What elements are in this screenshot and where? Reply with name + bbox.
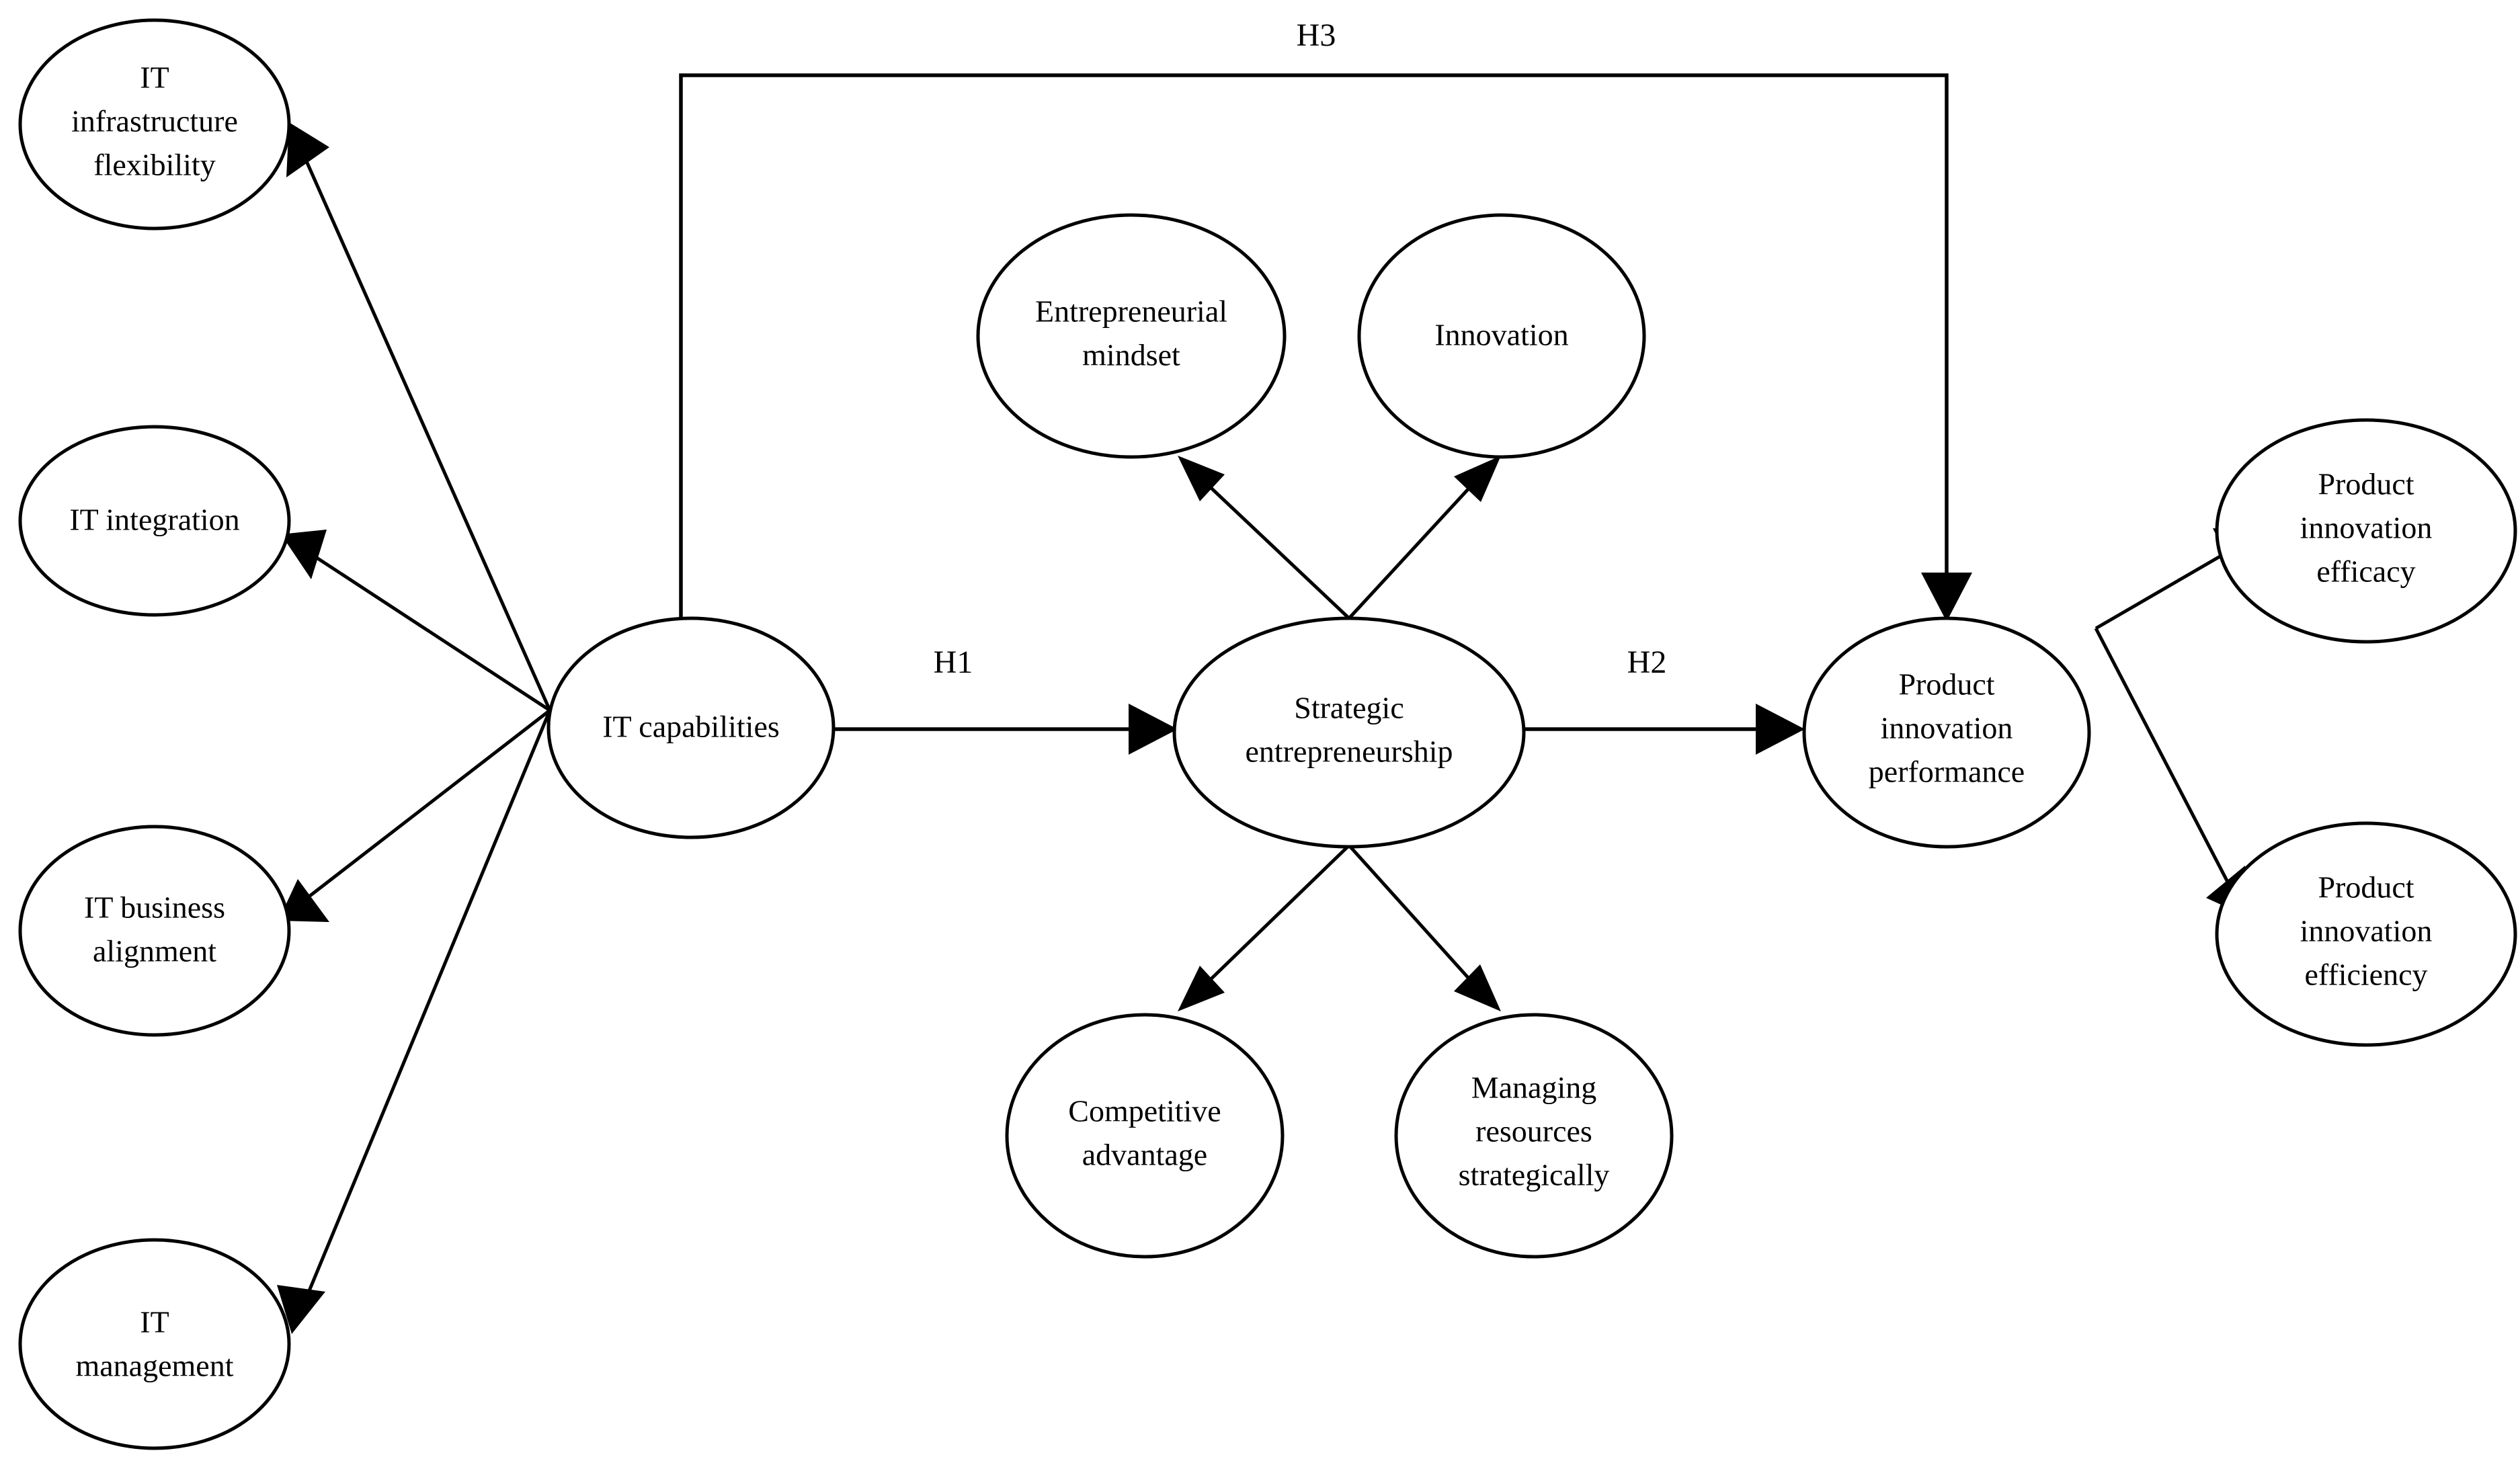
- arrowhead-it-management: [277, 1285, 325, 1334]
- node-label-line: IT business: [84, 890, 225, 925]
- hypothesis-label-h2: H2: [1627, 644, 1667, 680]
- node-product-innovation-efficacy[interactable]: Product innovation efficacy: [2215, 418, 2517, 644]
- node-label-line: resources: [1475, 1114, 1592, 1149]
- arrowhead-innovation: [1454, 456, 1501, 502]
- node-it-management[interactable]: IT management: [18, 1238, 291, 1450]
- node-managing-resources-strategically[interactable]: Managing resources strategically: [1394, 1013, 1674, 1259]
- edge-itcap-to-it-integration: [281, 530, 551, 712]
- edge-strategic-entrepreneurship-to-managing-resources: [1348, 844, 1501, 1011]
- arrowhead-managing-resources: [1454, 964, 1501, 1011]
- node-label-line: Managing: [1471, 1071, 1597, 1105]
- arrowhead-it-infrastructure-flexibility: [286, 122, 329, 177]
- node-label-line: flexibility: [93, 148, 215, 182]
- arrowhead-h3: [1921, 573, 1972, 622]
- node-label-line: advantage: [1082, 1138, 1207, 1172]
- node-label-line: Innovation: [1434, 318, 1568, 352]
- node-label-line: Product: [2318, 870, 2414, 905]
- node-label-line: strategically: [1459, 1158, 1610, 1192]
- arrowhead-h2: [1756, 704, 1805, 755]
- hypothesis-label-h3: H3: [1297, 17, 1336, 53]
- edge-strategic-entrepreneurship-to-innovation: [1348, 456, 1501, 620]
- node-label-line: Product: [1898, 667, 1994, 702]
- node-label-line: management: [75, 1349, 233, 1383]
- node-label-line: IT: [140, 1305, 169, 1339]
- node-label-line: innovation: [1881, 711, 2013, 745]
- edge-strategic-entrepreneurship-to-competitive-advantage: [1178, 844, 1350, 1011]
- node-it-business-alignment[interactable]: IT business alignment: [18, 825, 291, 1037]
- node-label-line: Strategic: [1294, 691, 1404, 725]
- node-it-infrastructure-flexibility[interactable]: IT infrastructure flexibility: [18, 18, 291, 231]
- node-label-line: performance: [1869, 755, 2025, 789]
- arrowhead-competitive-advantage: [1178, 966, 1225, 1011]
- node-it-capabilities[interactable]: IT capabilities: [546, 616, 836, 839]
- node-it-integration[interactable]: IT integration: [18, 425, 291, 617]
- edge-itcap-to-strategic-entrepreneurship-h1: [834, 704, 1178, 755]
- node-entrepreneurial-mindset[interactable]: Entrepreneurial mindset: [976, 213, 1287, 459]
- node-competitive-advantage[interactable]: Competitive advantage: [1005, 1013, 1285, 1259]
- node-label-line: mindset: [1082, 338, 1180, 372]
- node-label-line: efficacy: [2316, 554, 2415, 589]
- node-label-line: IT capabilities: [602, 710, 780, 744]
- arrowhead-it-integration: [281, 530, 327, 579]
- edge-strategic-entrepreneurship-to-entrepreneurial-mindset: [1178, 456, 1350, 620]
- node-product-innovation-efficiency[interactable]: Product innovation efficiency: [2215, 821, 2517, 1047]
- node-label-line: entrepreneurship: [1245, 735, 1453, 769]
- node-innovation[interactable]: Innovation: [1357, 213, 1646, 459]
- node-label-line: IT integration: [69, 503, 239, 537]
- hypothesis-label-h1: H1: [934, 644, 973, 680]
- node-label-line: IT: [140, 60, 169, 95]
- arrowhead-it-business-alignment: [278, 879, 329, 922]
- node-label-line: efficiency: [2304, 958, 2427, 992]
- edge-product-innovation-performance-to-efficiency: [2094, 627, 2248, 917]
- edge-itcap-to-it-infrastructure-flexibility: [286, 122, 552, 712]
- node-label-line: Entrepreneurial: [1035, 294, 1227, 329]
- node-label-line: infrastructure: [71, 104, 238, 138]
- node-product-innovation-performance[interactable]: Product innovation performance: [1802, 616, 2091, 849]
- edge-itcap-to-product-innovation-performance-h3: [679, 73, 1972, 622]
- node-label-line: innovation: [2300, 511, 2433, 545]
- node-label-line: alignment: [93, 934, 216, 968]
- edge-strategic-entrepreneurship-to-product-innovation-performance-h2: [1524, 704, 1805, 755]
- node-label-line: innovation: [2300, 914, 2433, 948]
- edge-itcap-to-it-management: [277, 710, 552, 1334]
- node-label-line: Product: [2318, 467, 2414, 501]
- node-strategic-entrepreneurship[interactable]: Strategic entrepreneurship: [1172, 616, 1526, 849]
- arrowhead-h1: [1129, 704, 1178, 755]
- arrowhead-entrepreneurial-mindset: [1178, 456, 1225, 501]
- edge-itcap-to-it-business-alignment: [278, 709, 551, 922]
- node-label-line: Competitive: [1068, 1094, 1221, 1128]
